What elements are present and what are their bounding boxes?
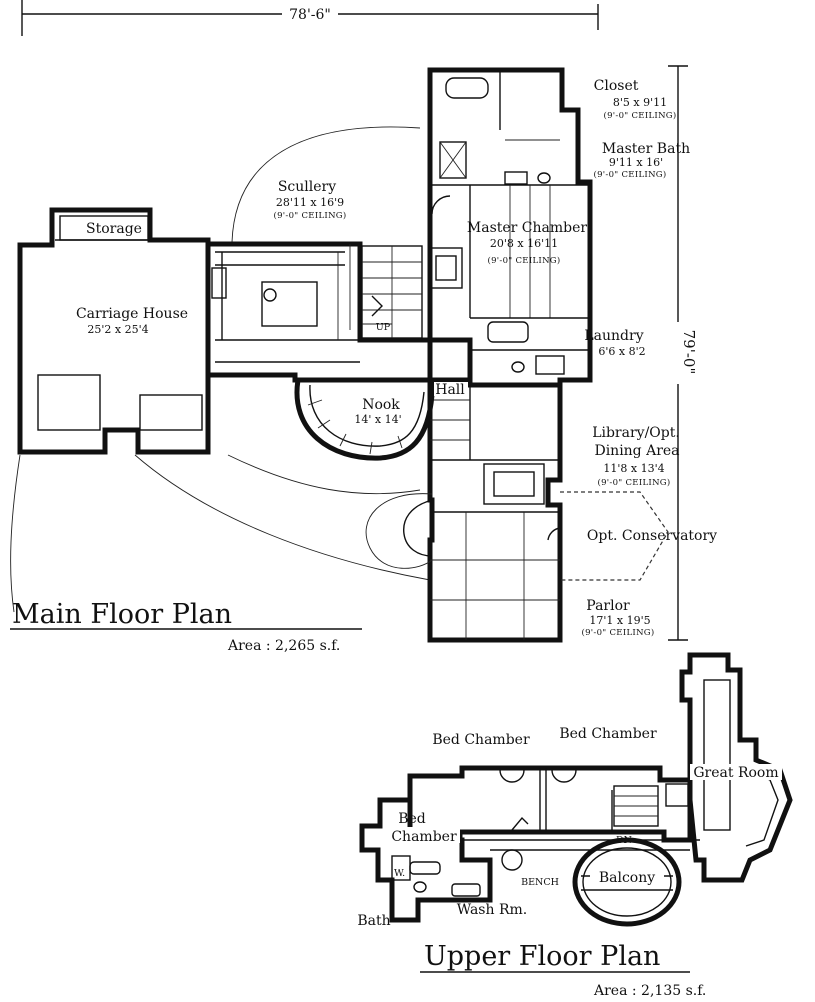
main-floor-plan: [10, 67, 669, 643]
bed-chamber-1-label: Bed Chamber: [432, 732, 530, 748]
library-label: Library/Opt.: [592, 425, 680, 441]
overall-depth-label: 79'-0": [680, 330, 698, 375]
upper-floor-area: Area : 2,135 s.f.: [593, 983, 706, 999]
master-chamber-dims: 20'8 x 16'11: [490, 237, 558, 250]
laundry-label: Laundry: [584, 328, 643, 344]
bed-chamber-3b-label: Chamber: [391, 829, 457, 845]
bath-label: Bath: [357, 913, 390, 929]
parlor-ceiling: (9'-0" CEILING): [581, 627, 654, 638]
scullery-dims: 28'11 x 16'9: [276, 196, 344, 209]
master-chamber-label: Master Chamber: [467, 220, 588, 236]
overall-width-dimension: 78'-6": [21, 0, 599, 36]
parlor-label: Parlor: [586, 598, 630, 614]
master-bath-label: Master Bath: [602, 141, 690, 157]
main-floor-labels: Closet 8'5 x 9'11 (9'-0" CEILING) Master…: [10, 78, 717, 654]
nook-label: Nook: [362, 397, 400, 413]
balcony-label: Balcony: [599, 870, 655, 886]
laundry-dims: 6'6 x 8'2: [598, 345, 645, 358]
parlor-dims: 17'1 x 19'5: [589, 614, 650, 627]
upper-floor-labels: Bed Chamber Bed Chamber Great Room Bed C…: [357, 726, 782, 999]
upper-floor-plan: [359, 652, 793, 927]
stair-dn-label: DN: [616, 835, 632, 846]
overall-depth-dimension: 79'-0": [668, 65, 698, 641]
library-ceiling: (9'-0" CEILING): [597, 477, 670, 488]
wash-room-label: Wash Rm.: [457, 902, 527, 918]
main-floor-title: Main Floor Plan: [12, 599, 232, 630]
scullery-ceiling: (9'-0" CEILING): [273, 210, 346, 221]
carriage-house-label: Carriage House: [76, 306, 188, 322]
conservatory-label: Opt. Conservatory: [587, 528, 717, 544]
bed-chamber-3-label: Bed: [398, 811, 426, 827]
closet-dims: 8'5 x 9'11: [613, 96, 667, 109]
main-floor-area: Area : 2,265 s.f.: [227, 638, 340, 654]
dining-area-label: Dining Area: [594, 443, 679, 459]
master-bath-ceiling: (9'-0" CEILING): [593, 169, 666, 180]
washer-label: W.: [394, 868, 405, 879]
upper-floor-title: Upper Floor Plan: [424, 941, 660, 972]
hall-label: Hall: [435, 382, 465, 398]
stair-up-label: UP: [376, 322, 391, 333]
carriage-house-dims: 25'2 x 25'4: [87, 323, 148, 336]
overall-width-label: 78'-6": [289, 7, 331, 23]
nook-dims: 14' x 14': [354, 413, 401, 426]
great-room-label: Great Room: [693, 765, 778, 781]
bed-chamber-2-label: Bed Chamber: [559, 726, 657, 742]
master-chamber-ceiling: (9'-0" CEILING): [487, 255, 560, 266]
closet-ceiling: (9'-0" CEILING): [603, 110, 676, 121]
bench-label: BENCH: [521, 877, 559, 888]
scullery-label: Scullery: [278, 179, 336, 195]
master-bath-dims: 9'11 x 16': [609, 156, 663, 169]
storage-label: Storage: [86, 221, 142, 237]
closet-label: Closet: [594, 78, 639, 94]
library-dims: 11'8 x 13'4: [603, 462, 664, 475]
